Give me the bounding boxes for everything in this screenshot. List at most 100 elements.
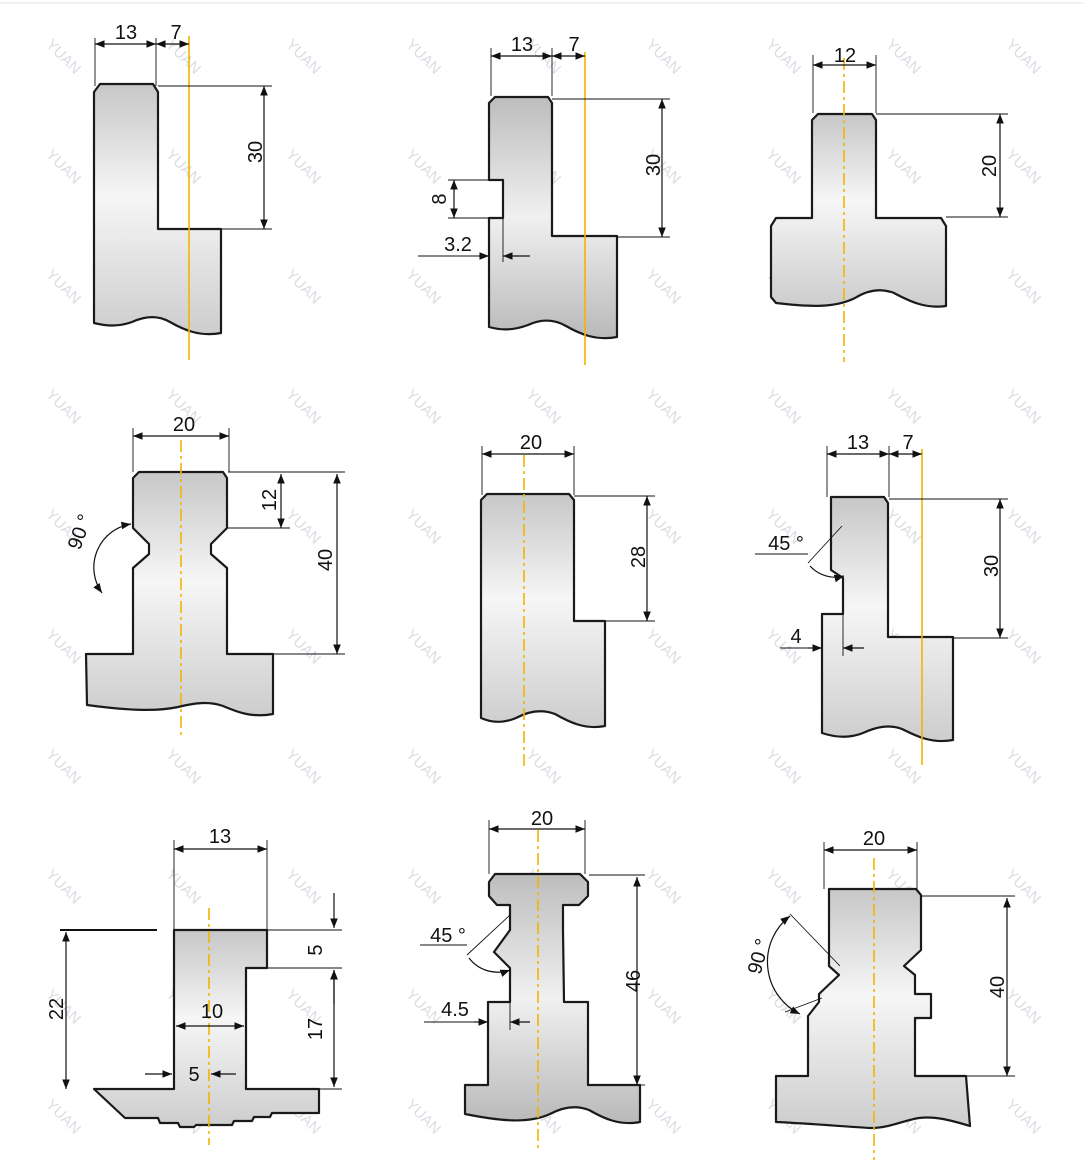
watermark-text: YUAN [642,746,683,787]
p8-angle-arc [468,957,511,977]
watermark-text: YUAN [42,386,83,427]
p6-dim-13: 13 [847,432,869,454]
p6-angle-arc [809,565,845,583]
p2-dim-13: 13 [511,34,533,56]
watermark-text: YUAN [42,1096,83,1137]
watermark-text: YUAN [162,866,203,907]
watermark-text: YUAN [402,626,443,667]
p8-ext-angle [466,914,511,956]
p4-dim-12: 12 [259,489,281,511]
p8-dim-4-5: 4.5 [441,999,469,1021]
watermark-text: YUAN [642,986,683,1027]
p3-dim-20: 20 [979,155,1001,177]
profile-9-shape [774,887,972,1130]
profile-1-shape [92,82,223,336]
watermark-text: YUAN [882,146,923,187]
watermark-text: YUAN [402,986,443,1027]
watermark-text: YUAN [1002,1096,1043,1137]
watermark-text: YUAN [762,386,803,427]
watermark-text: YUAN [402,1096,443,1137]
p5-dim-28: 28 [628,546,650,568]
watermark-text: YUAN [42,626,83,667]
p9-angle-arc [766,915,801,1015]
watermark-text: YUAN [642,36,683,77]
p1-dim-7: 7 [170,22,181,44]
watermark-text: YUAN [762,866,803,907]
profile-6-shape [820,495,955,743]
watermark-text: YUAN [402,866,443,907]
watermark-text: YUAN [762,146,803,187]
profile-2: 13 7 30 8 3.2 [418,34,670,365]
watermark-text: YUAN [162,146,203,187]
p6-dim-7: 7 [902,432,913,454]
watermark-text: YUAN [42,266,83,307]
profile-7: 13 5 22 17 10 5 [46,826,342,1145]
p1-dim-13: 13 [115,22,137,44]
watermark-text: YUAN [282,626,323,667]
watermark-text: YUAN [882,36,923,77]
watermark-text: YUAN [1002,506,1043,547]
watermark-text: YUAN [762,746,803,787]
profile-8: 20 46 45 ° 4.5 [420,808,645,1150]
p8-angle-45: 45 ° [430,925,466,947]
watermark-text: YUAN [282,386,323,427]
watermark-text: YUAN [1002,266,1043,307]
watermark-text: YUAN [282,146,323,187]
watermark-text: YUAN [642,626,683,667]
p7-dim-10-label: 10 [201,1001,223,1023]
watermark-text: YUAN [1002,746,1043,787]
profile-7-shape [92,928,321,1129]
p1-dim-30: 30 [245,141,267,163]
profile-3-shape [769,112,948,308]
p7-dim-13: 13 [209,826,231,848]
watermark-text: YUAN [42,36,83,77]
p9-dim-20: 20 [863,828,885,850]
profile-4: 20 12 40 90 ° [64,414,345,738]
p4-dim-20: 20 [173,414,195,436]
watermark-text: YUAN [402,506,443,547]
watermark-text: YUAN [42,746,83,787]
p2-dim-7: 7 [568,34,579,56]
watermark-text: YUAN [1002,626,1043,667]
watermark-text: YUAN [402,36,443,77]
profile-2-shape [487,95,619,340]
p2-dim-8: 8 [429,193,451,204]
profile-5: 20 28 [479,432,655,768]
watermark-text: YUAN [642,266,683,307]
watermark-text: YUAN [882,746,923,787]
p7-dim-5-bottom: 5 [188,1064,199,1086]
p4-angle-arc [93,521,132,594]
watermark-text: YUAN [522,386,563,427]
watermark-text: YUAN [282,36,323,77]
p8-dim-46: 46 [623,970,645,992]
p7-dim-17-label: 17 [305,1018,327,1040]
watermark-text: YUAN [402,146,443,187]
p6-ext-angle [807,525,843,564]
watermark-text: YUAN [282,866,323,907]
p3-dim-12: 12 [834,45,856,67]
profile-5-shape [479,492,607,729]
p6-dim-4: 4 [790,626,801,648]
profile-9: 20 40 90 ° [744,828,1015,1160]
watermark-text: YUAN [642,506,683,547]
p2-dim-3-2: 3.2 [444,234,472,256]
watermark-text: YUAN [642,386,683,427]
watermark-text: YUAN [642,1096,683,1137]
watermark-text: YUAN [282,266,323,307]
watermark-text: YUAN [42,866,83,907]
watermark-text: YUAN [162,746,203,787]
p9-dim-40: 40 [987,976,1009,998]
watermark-text: YUAN [282,746,323,787]
p6-angle-45: 45 ° [768,533,804,555]
watermark-text: YUAN [882,386,923,427]
profile-1: 13 7 30 [92,22,272,360]
profile-4-shape [84,470,275,717]
p2-dim-30: 30 [643,154,665,176]
p4-dim-40: 40 [315,549,337,571]
watermark-text: YUAN [642,866,683,907]
watermark-text: YUAN [282,506,323,547]
watermark-text: YUAN [522,746,563,787]
watermark-text: YUAN [1002,386,1043,427]
p8-dim-20: 20 [531,808,553,830]
p4-angle-90: 90 ° [64,511,97,552]
